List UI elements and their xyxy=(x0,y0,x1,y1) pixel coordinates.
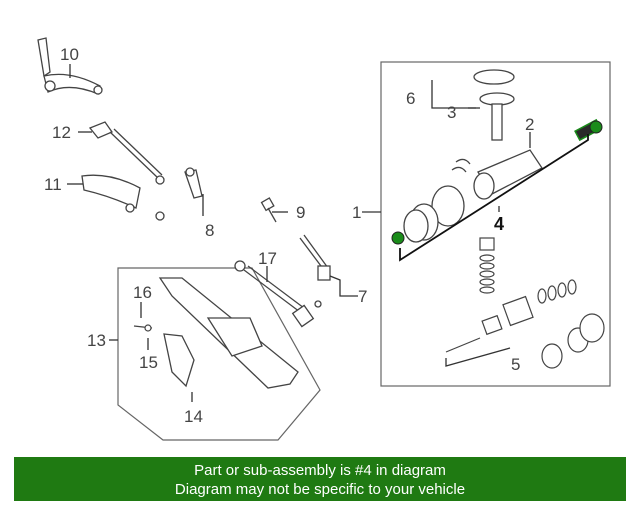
bolt-part[interactable] xyxy=(260,197,277,223)
reinforcement-plate-part[interactable] xyxy=(163,333,195,388)
callout-10: 10 xyxy=(60,45,79,64)
callout-4: 4 xyxy=(494,214,504,234)
banner-line-2: Diagram may not be specific to your vehi… xyxy=(174,481,466,498)
highlighted-part-4[interactable] xyxy=(391,118,603,245)
tie-rod-end-part[interactable] xyxy=(155,167,203,221)
callout-2: 2 xyxy=(525,115,534,134)
callout-17: 17 xyxy=(258,249,277,268)
callout-6: 6 xyxy=(406,89,415,108)
banner-line-1: Part or sub-assembly is #4 in diagram xyxy=(194,462,446,479)
callout-3: 3 xyxy=(447,103,456,122)
pitman-arm-part[interactable] xyxy=(37,37,103,95)
adjusting-sleeve-part[interactable] xyxy=(299,234,331,308)
fastener-part[interactable] xyxy=(133,324,153,332)
callout-13: 13 xyxy=(87,331,106,350)
callout-11: 11 xyxy=(44,175,62,194)
callout-15: 15 xyxy=(139,353,158,372)
callout-8: 8 xyxy=(205,221,214,240)
valve-stack-part[interactable] xyxy=(479,237,495,294)
steering-damper-part[interactable] xyxy=(234,260,315,328)
callout-5: 5 xyxy=(511,355,520,374)
seal-kit-part[interactable] xyxy=(445,279,605,369)
callout-14: 14 xyxy=(184,407,203,426)
parts-diagram: 10 12 11 8 9 7 17 1 6 3 2 4 5 16 15 14 1… xyxy=(37,37,611,441)
idler-arm-part[interactable] xyxy=(81,174,141,213)
gear-housing-part[interactable] xyxy=(403,69,543,243)
callout-12: 12 xyxy=(52,123,71,142)
callout-9: 9 xyxy=(296,203,305,222)
tie-rod-part[interactable] xyxy=(88,121,165,185)
info-banner: Part or sub-assembly is #4 in diagram Di… xyxy=(14,457,626,501)
frame-panel-box xyxy=(117,267,321,441)
callout-16: 16 xyxy=(133,283,152,302)
callout-1: 1 xyxy=(352,203,361,222)
frame-bracket-part[interactable] xyxy=(158,277,299,389)
callout-7: 7 xyxy=(358,287,367,306)
